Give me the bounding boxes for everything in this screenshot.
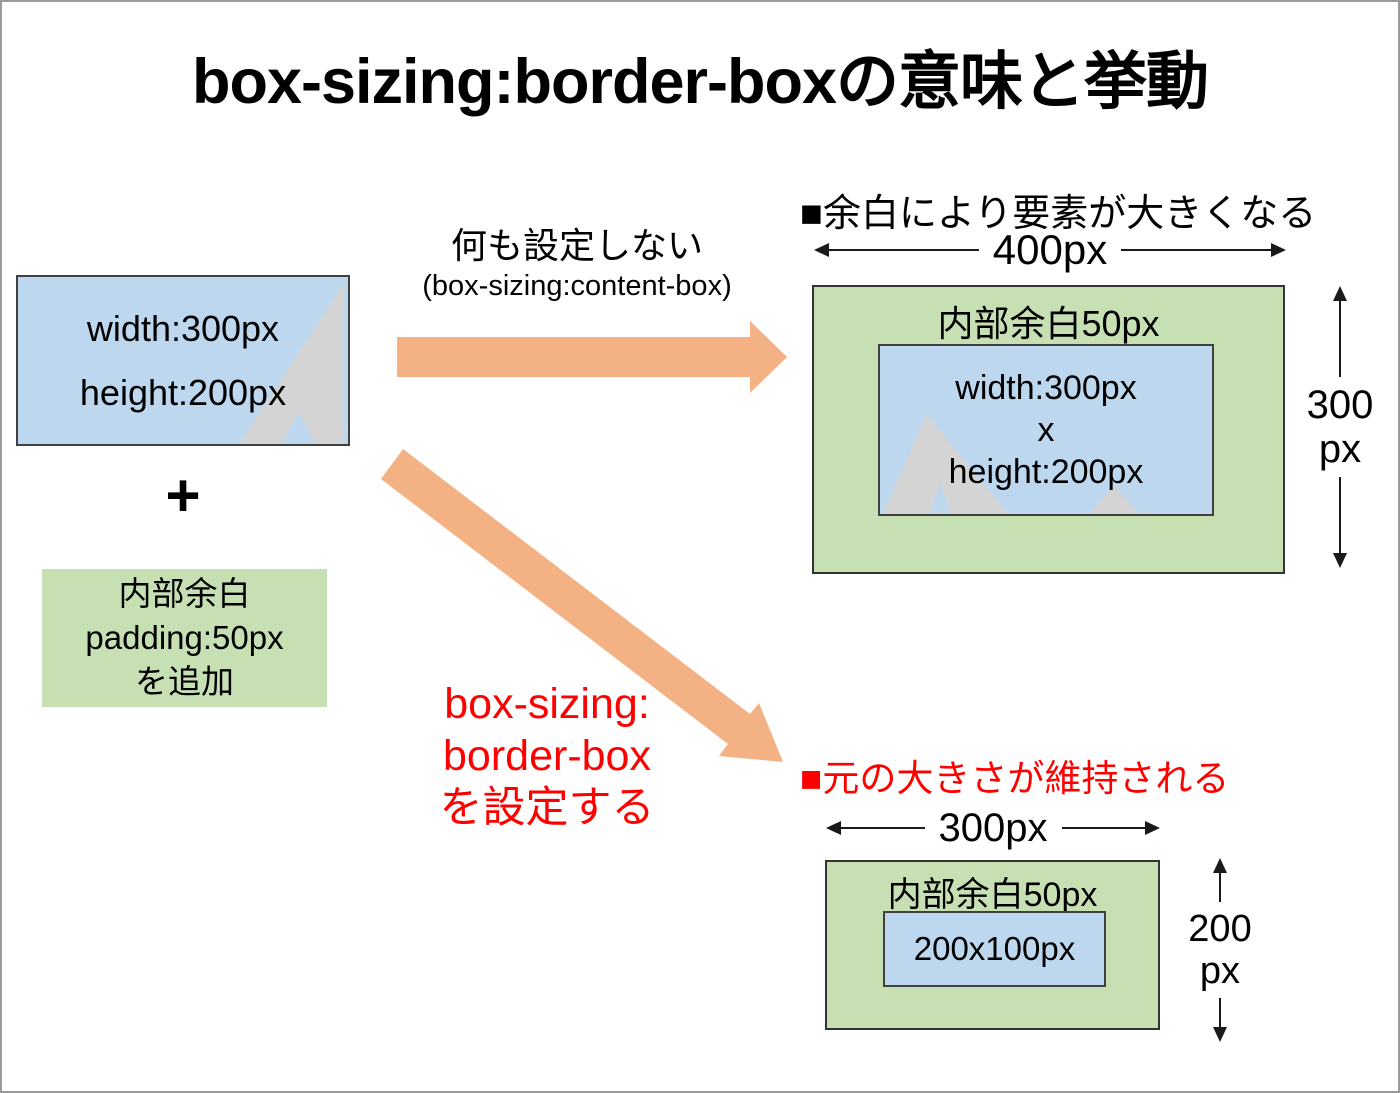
inner-box-line: width:300px: [955, 369, 1137, 407]
content-box-result-padding-area: 内部余白50px width:300px x height:200px: [812, 285, 1285, 574]
dim-label: 300 px: [1307, 383, 1374, 471]
dim-arrow-up-icon: [1333, 286, 1347, 301]
plus-sign: +: [165, 462, 201, 529]
flow-label-line: 何も設定しない: [450, 225, 703, 266]
dim-label: 200 px: [1188, 908, 1251, 992]
width-dimension-400px: 400px: [814, 224, 1286, 276]
padding-box-line: padding:50px: [85, 619, 284, 656]
flow-label-line: border-box: [443, 732, 651, 780]
dim-arrow-left-icon: [826, 821, 841, 835]
inner-box-line: 200x100px: [913, 930, 1076, 967]
dim-label-unit: px: [1199, 950, 1241, 992]
height-dimension-300px: 300 px: [1290, 286, 1390, 568]
dim-line: [841, 827, 925, 829]
image-placeholder-mountain-icon: [239, 282, 345, 444]
padding-50px-label: 内部余白50px: [937, 303, 1160, 344]
dim-label: 300px: [938, 805, 1048, 850]
dim-arrow-right-icon: [1271, 243, 1286, 257]
dim-label: 400px: [992, 226, 1108, 273]
content-box-flow-label: 何も設定しない (box-sizing:content-box): [372, 224, 782, 304]
dim-line: [1061, 827, 1146, 829]
padding-add-box: 内部余白 padding:50px を追加: [42, 569, 327, 707]
page-title: box-sizing:border-boxの意味と挙動: [192, 47, 1209, 117]
width-dimension-300px: 300px: [826, 802, 1161, 854]
padding-50px-label: 内部余白50px: [887, 876, 1098, 914]
dim-label-value: 300: [1306, 383, 1374, 427]
content-box-result-content-area: width:300px x height:200px: [878, 344, 1214, 516]
flow-label-line: box-sizing:: [444, 680, 650, 728]
dim-label-value: 200: [1188, 908, 1252, 950]
border-box-flow-label: box-sizing: border-box を設定する: [397, 678, 697, 834]
base-content-box: width:300px height:200px: [16, 275, 350, 446]
height-dimension-200px: 200 px: [1170, 858, 1270, 1042]
flow-arrow-right-icon: [397, 321, 787, 393]
dim-arrow-up-icon: [1213, 858, 1227, 873]
border-box-result-content-area: 200x100px: [883, 911, 1106, 987]
dim-line: [1339, 301, 1341, 377]
image-placeholder-mountain-icon: [882, 414, 1139, 514]
dim-line: [1219, 873, 1221, 902]
padding-box-line: を追加: [135, 663, 234, 700]
dim-arrow-right-icon: [1145, 821, 1161, 835]
flow-label-line: を設定する: [439, 784, 655, 832]
flow-label-line: (box-sizing:content-box): [422, 270, 732, 302]
dim-arrow-down-icon: [1333, 553, 1347, 568]
border-box-result-heading: ■元の大きさが維持される: [800, 758, 1230, 799]
dim-line: [829, 249, 979, 251]
content-box-result-heading: ■余白により要素が大きくなる: [800, 193, 1317, 235]
inner-box-line: height:200px: [948, 453, 1144, 491]
base-box-height-label: height:200px: [79, 371, 287, 413]
dim-line: [1339, 477, 1341, 553]
padding-box-line: 内部余白: [118, 575, 251, 612]
dim-line: [1219, 998, 1221, 1027]
base-box-width-label: width:300px: [86, 307, 280, 349]
dim-arrow-down-icon: [1213, 1027, 1227, 1042]
border-box-result-padding-area: 内部余白50px 200x100px: [825, 860, 1160, 1030]
dim-line: [1121, 249, 1271, 251]
dim-arrow-left-icon: [814, 243, 829, 257]
inner-box-line: x: [1037, 411, 1055, 449]
dim-label-unit: px: [1318, 427, 1362, 471]
